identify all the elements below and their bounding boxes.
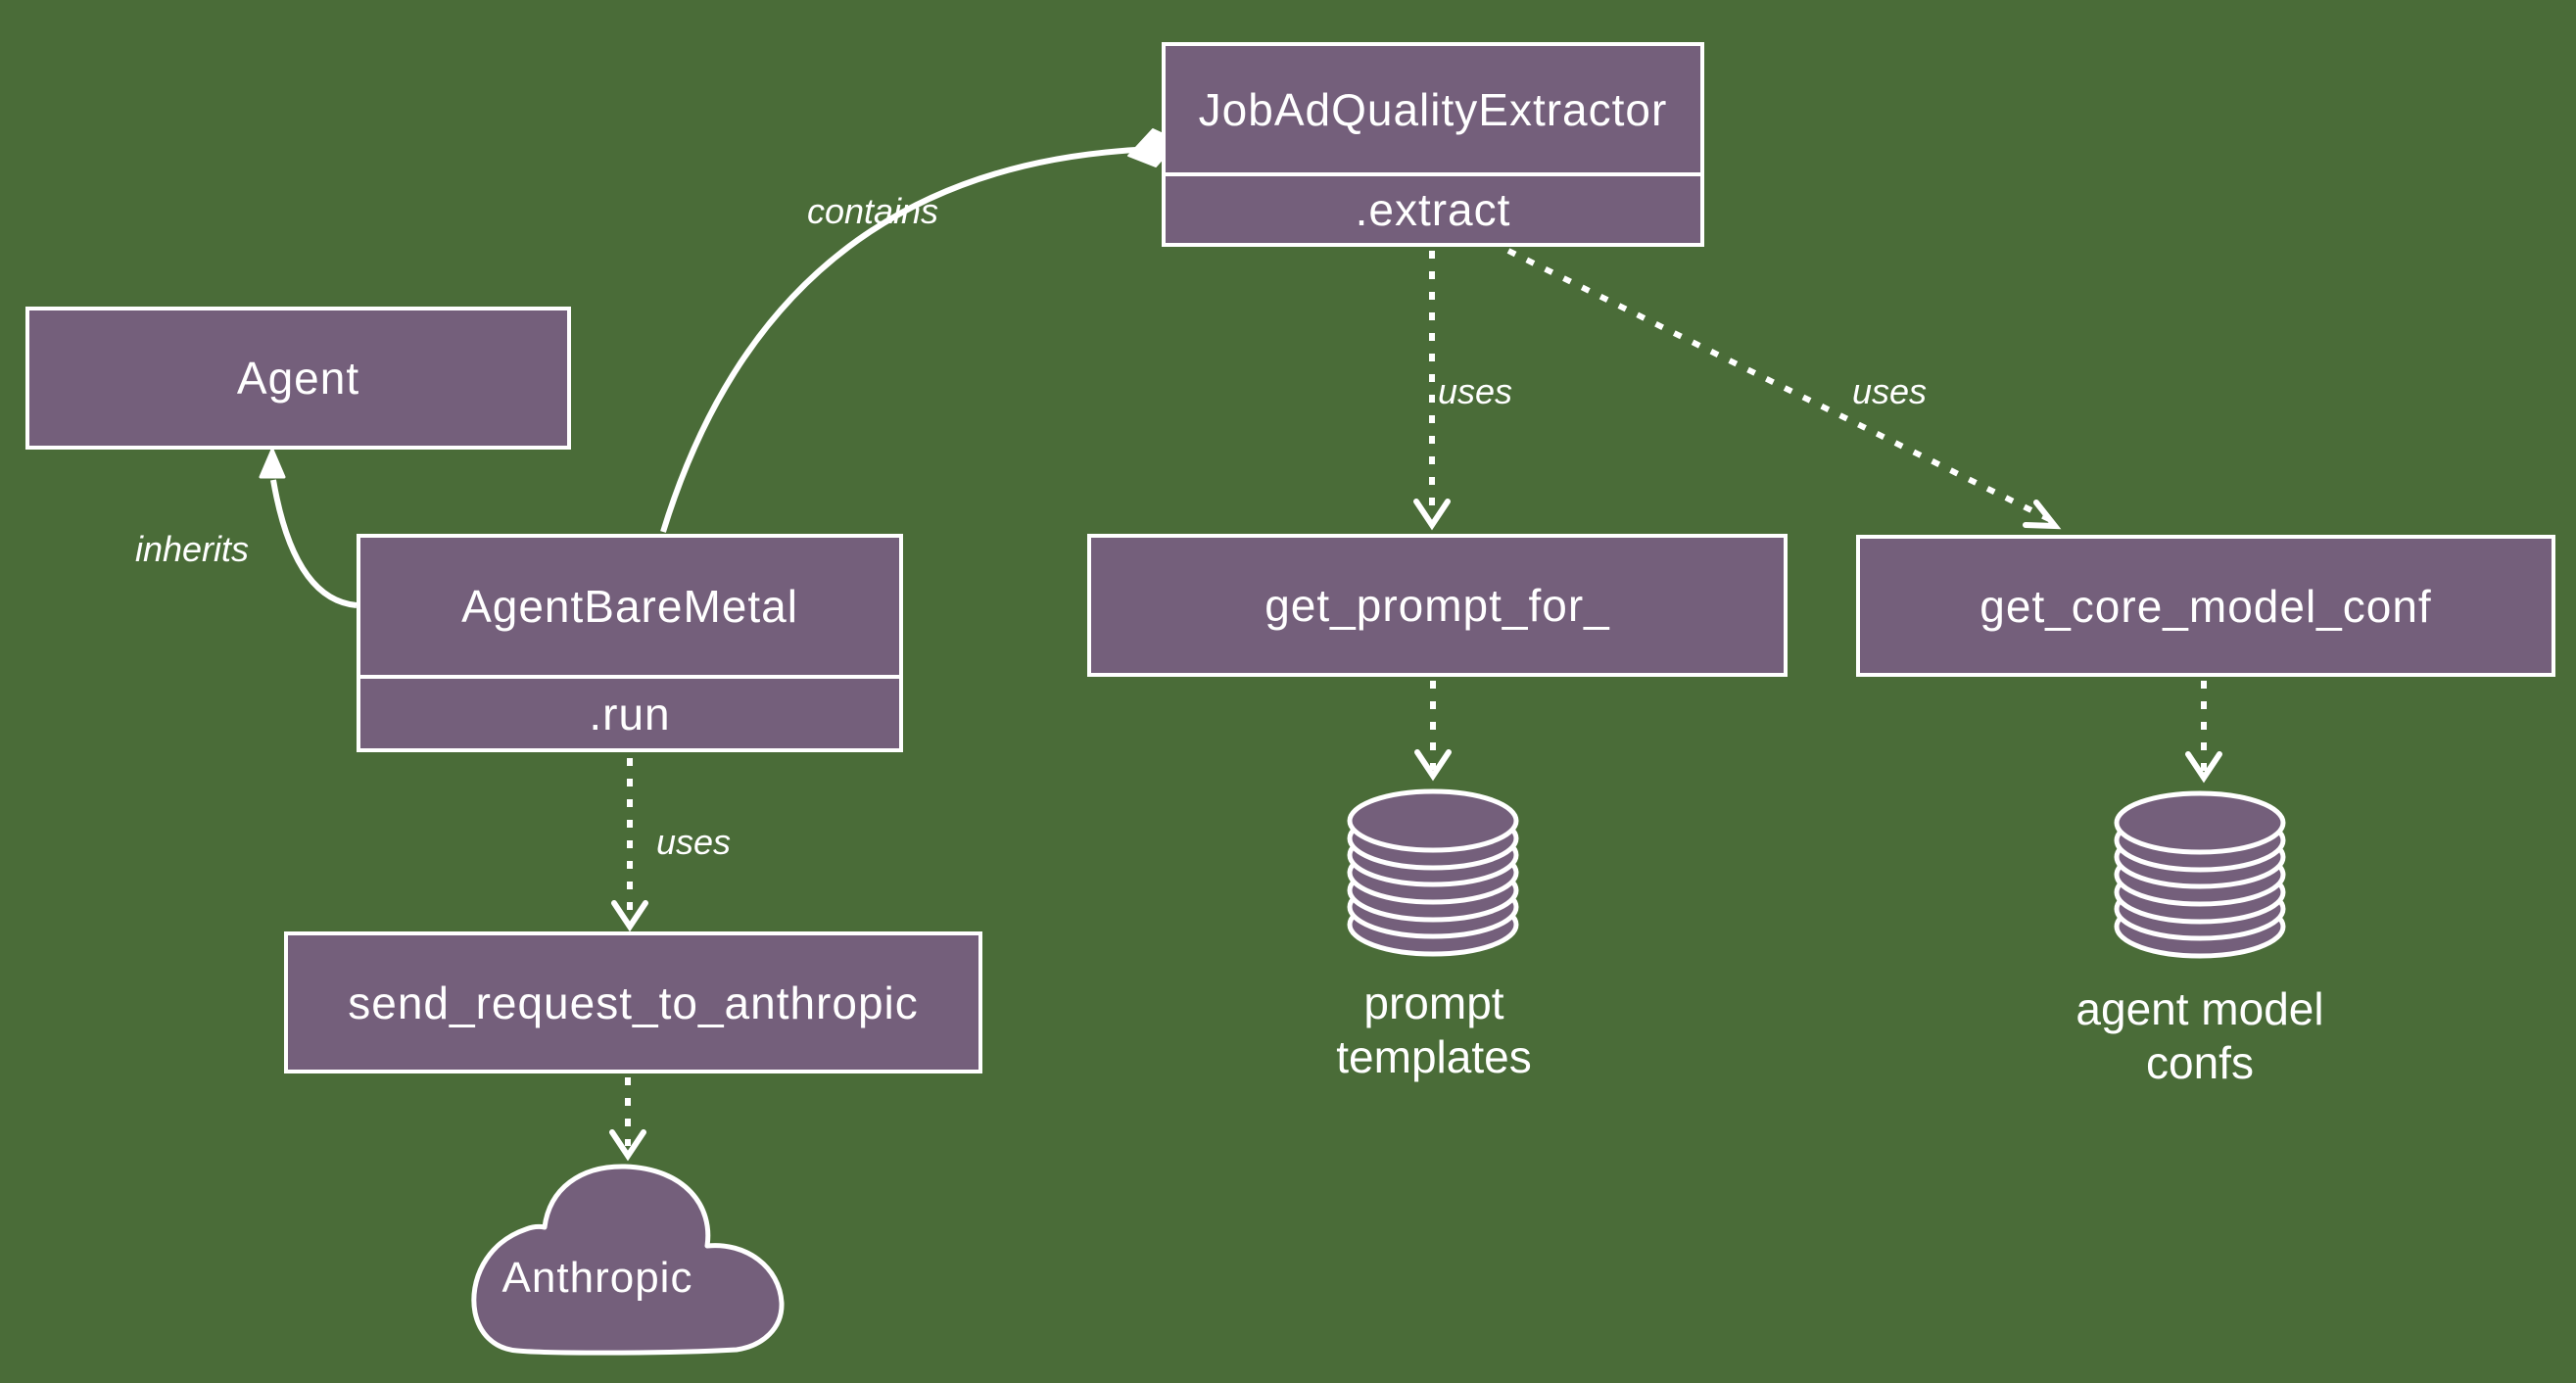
edge-label-uses-get-prompt: uses — [1437, 371, 1513, 411]
anthropic-cloud-label: Anthropic — [501, 1254, 693, 1302]
node-agent: Agent — [25, 307, 571, 450]
inherits-arrow-line — [270, 479, 358, 608]
node-get-core-model-conf-title: get_core_model_conf — [1980, 580, 2432, 632]
agent-model-confs-db-caption: agent model confs — [2075, 983, 2324, 1088]
node-get-prompt-for: get_prompt_for_ — [1087, 534, 1788, 677]
node-agent-bare-metal-title: AgentBareMetal — [461, 581, 798, 632]
edge-label-uses-get-core: uses — [1851, 371, 1928, 411]
anthropic-cloud-shape — [471, 1164, 785, 1356]
inherits-arrowhead — [259, 448, 286, 479]
get-prompt-db-arrowhead — [1414, 749, 1452, 782]
node-send-request-to-anthropic: send_request_to_anthropic — [284, 931, 982, 1073]
node-send-request-to-anthropic-title: send_request_to_anthropic — [348, 977, 919, 1028]
prompt-templates-db-icon — [1347, 788, 1519, 957]
edge-label-inherits: inherits — [134, 529, 250, 569]
get-core-db-arrowhead — [2185, 751, 2222, 784]
send-request-cloud-arrowhead — [609, 1129, 646, 1162]
contains-arrow-line — [660, 147, 1137, 533]
node-agent-bare-metal-method: .run — [360, 675, 899, 748]
node-agent-title: Agent — [236, 353, 360, 404]
edge-label-uses-send-request: uses — [655, 822, 732, 862]
node-get-prompt-for-title: get_prompt_for_ — [1264, 580, 1610, 631]
node-agent-bare-metal: AgentBareMetal .run — [357, 534, 903, 752]
uses-get-core-line — [1506, 248, 2051, 522]
uses-get-prompt-arrowhead — [1413, 499, 1451, 531]
node-get-core-model-conf: get_core_model_conf — [1856, 535, 2555, 677]
prompt-templates-db-caption: prompt templates — [1336, 978, 1532, 1082]
node-job-ad-quality-extractor: JobAdQualityExtractor .extract — [1162, 42, 1704, 247]
edge-label-contains: contains — [806, 191, 939, 231]
node-job-ad-quality-extractor-method: .extract — [1166, 172, 1700, 243]
uses-get-core-arrowhead — [2023, 500, 2062, 530]
agent-model-confs-db-icon — [2114, 790, 2286, 959]
node-job-ad-quality-extractor-title: JobAdQualityExtractor — [1198, 83, 1668, 135]
uses-send-request-arrowhead — [611, 900, 648, 932]
